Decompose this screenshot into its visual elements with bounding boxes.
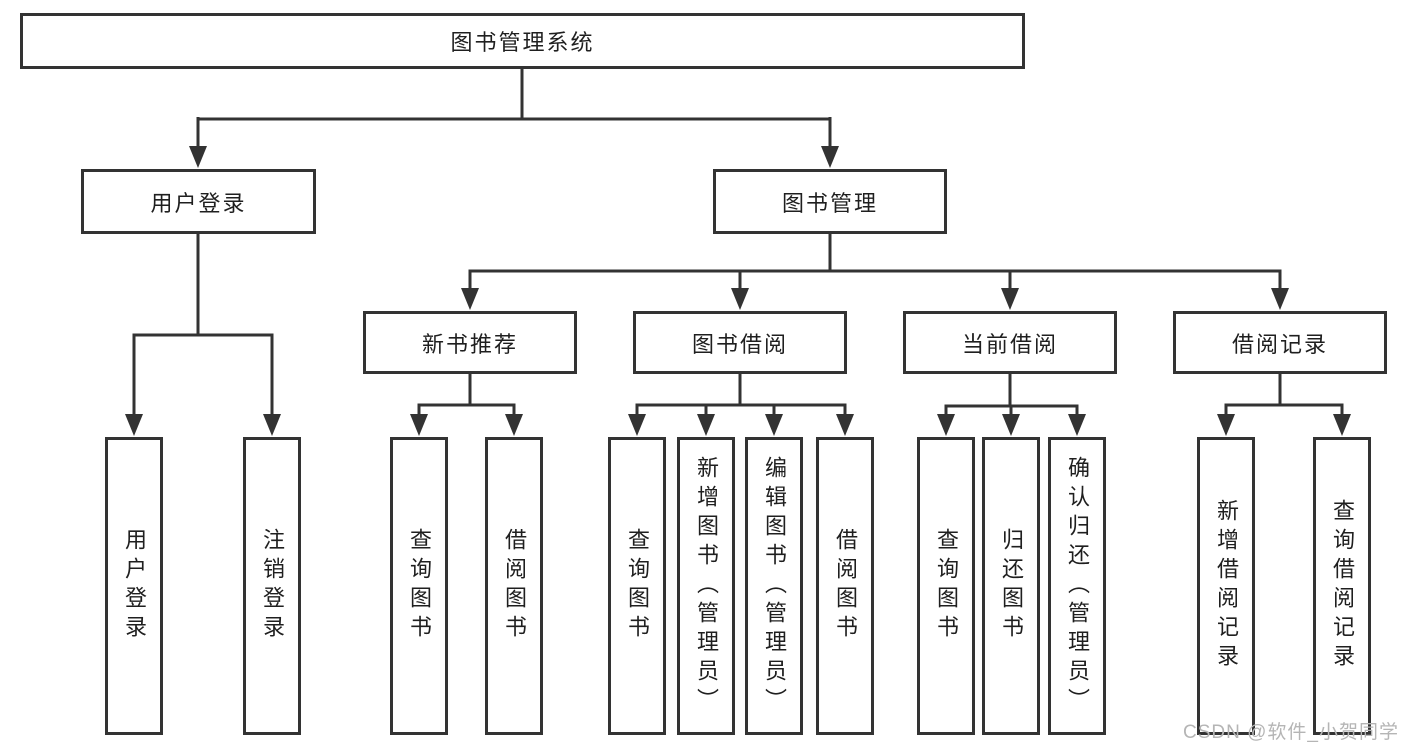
node-label: 新增借阅记录: [1214, 499, 1239, 673]
node-label: 新增图书（管理员）: [694, 455, 719, 717]
arrow-down-icon: [1217, 414, 1235, 436]
arrow-down-icon: [505, 414, 523, 436]
arrow-down-icon: [765, 414, 783, 436]
arrow-down-icon: [125, 414, 143, 436]
node-cb-query-books: 查询图书: [917, 437, 975, 735]
node-cb-return-books: 归还图书: [982, 437, 1040, 735]
node-br-query-record: 查询借阅记录: [1313, 437, 1371, 735]
node-label: 查询图书: [934, 528, 959, 644]
arrow-down-icon: [461, 288, 479, 310]
node-new-book-recommend: 新书推荐: [363, 311, 577, 374]
node-nbr-borrow-books: 借阅图书: [485, 437, 543, 735]
arrow-down-icon: [697, 414, 715, 436]
node-current-borrowing: 当前借阅: [903, 311, 1117, 374]
node-label: 归还图书: [999, 528, 1024, 644]
node-book-borrowing: 图书借阅: [633, 311, 847, 374]
arrow-down-icon: [937, 414, 955, 436]
node-label: 查询图书: [625, 528, 650, 644]
arrow-down-icon: [1333, 414, 1351, 436]
node-label: 借阅图书: [502, 528, 527, 644]
node-label: 查询借阅记录: [1330, 499, 1355, 673]
node-cb-confirm-return-admin: 确认归还（管理员）: [1048, 437, 1106, 735]
node-label: 查询图书: [407, 528, 432, 644]
arrow-down-icon: [263, 414, 281, 436]
arrow-down-icon: [628, 414, 646, 436]
node-label: 编辑图书（管理员）: [762, 455, 787, 717]
arrow-down-icon: [1068, 414, 1086, 436]
arrow-down-icon: [1002, 414, 1020, 436]
node-label: 注销登录: [260, 528, 285, 644]
arrow-down-icon: [731, 288, 749, 310]
node-label: 借阅图书: [833, 528, 858, 644]
node-logout-login: 注销登录: [243, 437, 301, 735]
arrow-down-icon: [821, 146, 839, 168]
arrow-down-icon: [189, 146, 207, 168]
node-bb-add-books-admin: 新增图书（管理员）: [677, 437, 735, 735]
node-br-add-record: 新增借阅记录: [1197, 437, 1255, 735]
node-label: 用户登录: [122, 528, 147, 644]
node-user-login-group: 用户登录: [81, 169, 316, 234]
arrow-down-icon: [1001, 288, 1019, 310]
csdn-watermark: CSDN @软件_小贺同学: [1183, 722, 1399, 743]
arrow-down-icon: [410, 414, 428, 436]
node-bb-edit-books-admin: 编辑图书（管理员）: [745, 437, 803, 735]
node-bb-borrow-books: 借阅图书: [816, 437, 874, 735]
node-borrowing-records: 借阅记录: [1173, 311, 1387, 374]
node-root: 图书管理系统: [20, 13, 1025, 69]
arrow-down-icon: [836, 414, 854, 436]
node-nbr-query-books: 查询图书: [390, 437, 448, 735]
node-user-login: 用户登录: [105, 437, 163, 735]
arrow-down-icon: [1271, 288, 1289, 310]
node-book-management: 图书管理: [713, 169, 947, 234]
node-label: 确认归还（管理员）: [1065, 455, 1090, 717]
node-bb-query-books: 查询图书: [608, 437, 666, 735]
